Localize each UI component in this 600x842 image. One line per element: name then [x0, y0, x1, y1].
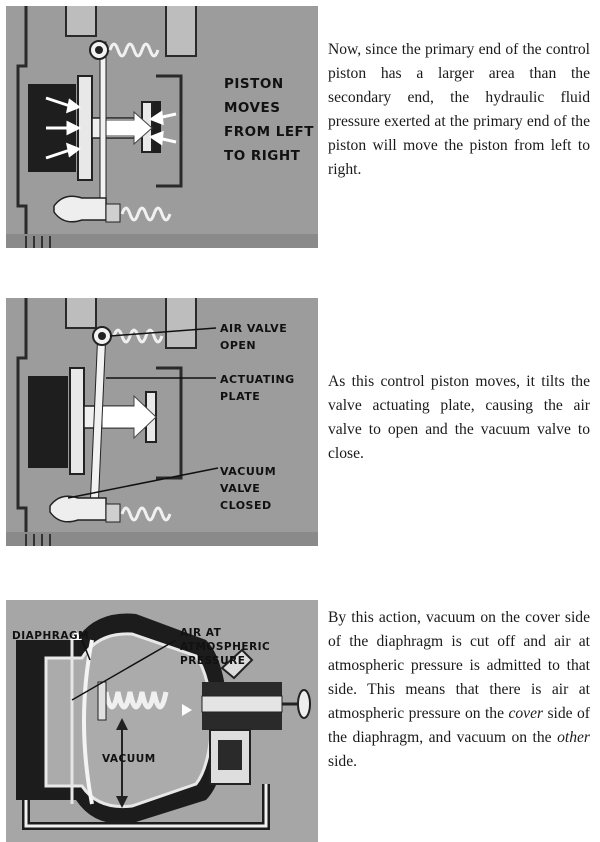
emphasis-other: other	[557, 729, 590, 746]
paragraph-3: By this action, vacuum on the cover side…	[328, 606, 590, 774]
paragraph-1-text: Now, since the primary end of the contro…	[328, 38, 590, 182]
paragraph-2-text: As this control piston moves, it tilts t…	[328, 370, 590, 466]
diaphragm-label: DIAPHRAGM	[12, 628, 89, 644]
air-at-atmospheric-pressure-label: AIR AT ATMOSPHERIC PRESSURE	[180, 626, 270, 668]
paragraph-3-part-3: side.	[328, 753, 357, 770]
paragraph-3-text: By this action, vacuum on the cover side…	[328, 606, 590, 774]
booster-diagram: DIAPHRAGM AIR AT ATMOSPHERIC PRESSURE VA…	[6, 600, 318, 842]
piston-moves-label: PISTON MOVES FROM LEFT TO RIGHT	[224, 72, 314, 168]
actuating-plate-label: ACTUATING PLATE	[220, 371, 295, 405]
emphasis-cover: cover	[508, 705, 543, 722]
vacuum-valve-closed-label: VACUUM VALVE CLOSED	[220, 463, 276, 514]
paragraph-2: As this control piston moves, it tilts t…	[328, 370, 590, 466]
paragraph-1: Now, since the primary end of the contro…	[328, 38, 590, 182]
vacuum-label: VACUUM	[102, 752, 156, 766]
piston-diagram-1: PISTON MOVES FROM LEFT TO RIGHT	[6, 6, 318, 248]
air-valve-open-label: AIR VALVE OPEN	[220, 320, 287, 354]
piston-diagram-2: AIR VALVE OPEN ACTUATING PLATE VACUUM VA…	[6, 298, 318, 546]
